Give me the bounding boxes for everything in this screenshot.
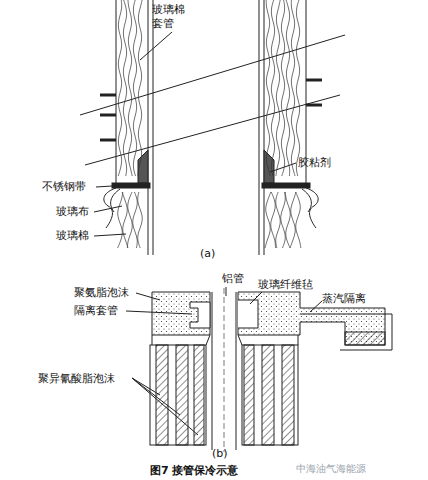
- glass-wool-strand: [133, 192, 138, 248]
- glass-wool-strand: [265, 192, 271, 248]
- glass-wool-strand: [296, 0, 299, 176]
- watermark: 中海油气海能源: [296, 463, 366, 476]
- figure-caption: 图7 接管保冷示意: [150, 463, 238, 478]
- part-label: 胶粘剂: [298, 156, 331, 170]
- glass-wool-strand: [118, 192, 123, 248]
- part-label: 隔离套管: [74, 304, 118, 318]
- glass-wool-strand: [133, 0, 136, 176]
- glass-wool-strand: [291, 0, 295, 176]
- part-label: 玻璃棉: [56, 229, 89, 243]
- glass-wool-strand: [281, 192, 286, 248]
- glass-wool-strand: [127, 192, 132, 248]
- part-label: (b): [212, 447, 228, 461]
- part-label: 铝管: [222, 272, 244, 286]
- glass-wool-strand: [266, 0, 270, 176]
- glass-wool-strand: [123, 0, 126, 176]
- glass-wool-strand: [138, 0, 142, 176]
- part-label: 蒸汽隔离: [322, 292, 366, 306]
- glass-wool-strand: [286, 0, 290, 176]
- glass-wool-strand: [276, 192, 281, 248]
- part-label: 不锈钢带: [42, 180, 86, 194]
- part-label: 玻璃布: [56, 205, 89, 219]
- glass-wool-strand: [296, 192, 301, 248]
- part-label: 聚异氰酸脂泡沫: [38, 372, 115, 386]
- part-label: 玻璃棉 套管: [152, 3, 189, 31]
- glass-wool-strand: [271, 192, 276, 248]
- glass-wool-strand: [290, 192, 296, 248]
- glass-wool-strand: [128, 0, 132, 176]
- glass-wool-strand: [271, 0, 274, 176]
- glass-wool-strand: [138, 192, 143, 248]
- part-label: (a): [200, 247, 215, 261]
- part-label: 聚氨脂泡沫: [74, 286, 129, 300]
- glass-wool-strand: [285, 192, 290, 248]
- glass-wool-strand: [276, 0, 280, 176]
- glass-wool-strand: [281, 0, 284, 176]
- glass-wool-strand: [122, 192, 128, 248]
- glass-wool-strand: [118, 0, 121, 176]
- part-label: 玻璃纤维毡: [258, 278, 313, 292]
